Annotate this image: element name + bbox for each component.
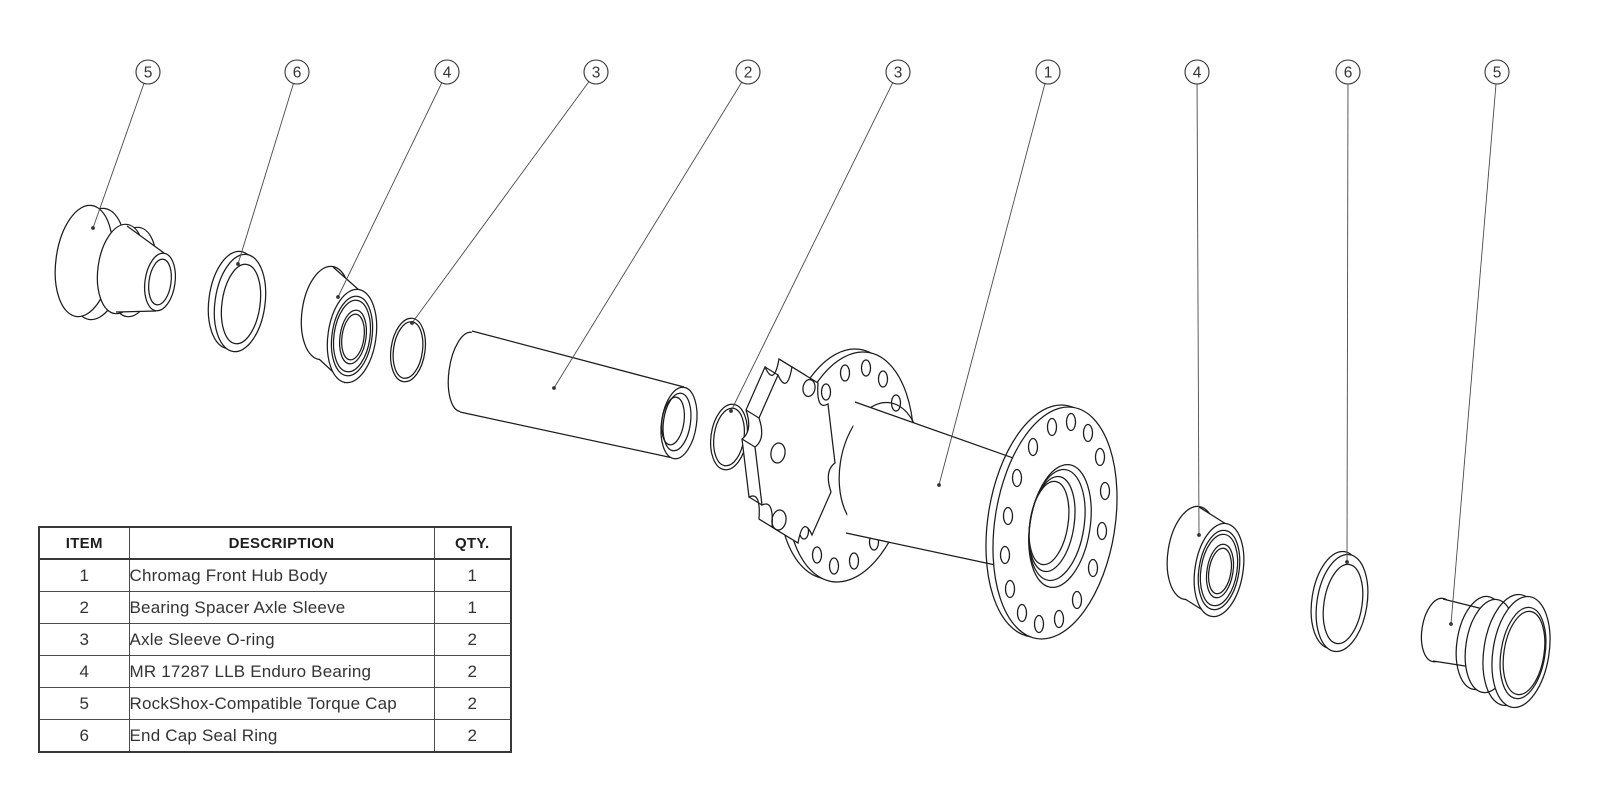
item-cell: 4 bbox=[38, 655, 130, 688]
leader-dot bbox=[236, 262, 240, 266]
callout-label: 3 bbox=[592, 65, 601, 82]
leader-dot bbox=[1449, 622, 1453, 626]
leader-line bbox=[1196, 71, 1200, 536]
description-cell: RockShox-Compatible Torque Cap bbox=[128, 687, 435, 720]
leader-line bbox=[1450, 71, 1498, 625]
part-torque-cap-left bbox=[54, 204, 177, 321]
callout-balloon bbox=[885, 59, 911, 85]
part-axle-sleeve bbox=[447, 330, 698, 460]
callout-label: 1 bbox=[1044, 65, 1053, 82]
part-bearing-left bbox=[300, 265, 378, 384]
item-cell: 2 bbox=[38, 591, 130, 624]
leader-dot bbox=[552, 386, 556, 390]
callout-balloon bbox=[583, 59, 609, 85]
description-cell: Bearing Spacer Axle Sleeve bbox=[128, 591, 435, 624]
leader-dot bbox=[91, 226, 95, 230]
table-row: 3 Axle Sleeve O-ring 2 bbox=[38, 623, 512, 656]
leader-line bbox=[92, 71, 149, 229]
leader-lines bbox=[91, 71, 1498, 626]
callout-balloon bbox=[1484, 59, 1510, 85]
leader-dot bbox=[1345, 560, 1349, 564]
item-column-header: ITEM bbox=[38, 526, 130, 560]
part-hub-body bbox=[741, 348, 1118, 640]
callout-label: 3 bbox=[894, 65, 903, 82]
part-o-ring-left bbox=[389, 317, 427, 383]
callout-label: 5 bbox=[1493, 65, 1502, 82]
leader-line bbox=[237, 71, 298, 265]
parts-table: ITEM DESCRIPTION QTY. 1 Chromag Front Hu… bbox=[38, 526, 512, 753]
description-cell: Axle Sleeve O-ring bbox=[128, 623, 435, 656]
callout-label: 4 bbox=[443, 65, 452, 82]
callout-balloon bbox=[135, 59, 161, 85]
qty-cell: 1 bbox=[433, 558, 512, 592]
callout-balloon bbox=[1335, 59, 1361, 85]
table-header-row: ITEM DESCRIPTION QTY. bbox=[38, 526, 512, 560]
qty-column-header: QTY. bbox=[433, 526, 512, 560]
table-row: 4 MR 17287 LLB Enduro Bearing 2 bbox=[38, 655, 512, 688]
qty-cell: 1 bbox=[433, 591, 512, 624]
item-cell: 5 bbox=[38, 687, 130, 720]
item-cell: 6 bbox=[38, 719, 130, 753]
callout-label: 2 bbox=[744, 65, 753, 82]
qty-cell: 2 bbox=[433, 623, 512, 656]
part-seal-ring-right bbox=[1310, 550, 1369, 653]
callout-label: 4 bbox=[1193, 65, 1202, 82]
table-row: 2 Bearing Spacer Axle Sleeve 1 bbox=[38, 591, 512, 624]
leader-line bbox=[337, 71, 448, 298]
leader-line bbox=[1346, 71, 1349, 563]
callout-balloon bbox=[434, 59, 460, 85]
right-flange-spoke-holes bbox=[999, 412, 1111, 634]
qty-cell: 2 bbox=[433, 719, 512, 753]
callout-balloon bbox=[1184, 59, 1210, 85]
part-bearing-right bbox=[1166, 505, 1245, 618]
qty-cell: 2 bbox=[433, 687, 512, 720]
callout-label: 5 bbox=[144, 65, 153, 82]
leader-dot bbox=[410, 321, 414, 325]
description-cell: Chromag Front Hub Body bbox=[128, 558, 435, 592]
leader-dot bbox=[336, 295, 340, 299]
callout-label: 6 bbox=[293, 65, 302, 82]
leader-line bbox=[938, 71, 1049, 486]
description-cell: End Cap Seal Ring bbox=[128, 719, 435, 753]
rotor-mount bbox=[741, 357, 836, 545]
part-torque-cap-right bbox=[1420, 593, 1551, 709]
leader-dot bbox=[937, 483, 941, 487]
table-row: 6 End Cap Seal Ring 2 bbox=[38, 719, 512, 753]
callout-balloons: 5 6 4 3 2 3 1 4 6 5 bbox=[135, 59, 1510, 85]
leader-line bbox=[730, 71, 899, 412]
description-column-header: DESCRIPTION bbox=[128, 526, 435, 560]
callout-balloon bbox=[735, 59, 761, 85]
leader-line bbox=[553, 71, 749, 389]
item-cell: 1 bbox=[38, 558, 130, 592]
item-cell: 3 bbox=[38, 623, 130, 656]
table-row: 5 RockShox-Compatible Torque Cap 2 bbox=[38, 687, 512, 720]
part-seal-ring-left bbox=[207, 250, 267, 353]
callout-label: 6 bbox=[1344, 65, 1353, 82]
leader-dot bbox=[729, 409, 733, 413]
callout-balloon bbox=[1035, 59, 1061, 85]
leader-line bbox=[411, 71, 597, 324]
table-row: 1 Chromag Front Hub Body 1 bbox=[38, 558, 512, 592]
callout-balloon bbox=[284, 59, 310, 85]
qty-cell: 2 bbox=[433, 655, 512, 688]
leader-dot bbox=[1197, 533, 1201, 537]
description-cell: MR 17287 LLB Enduro Bearing bbox=[128, 655, 435, 688]
